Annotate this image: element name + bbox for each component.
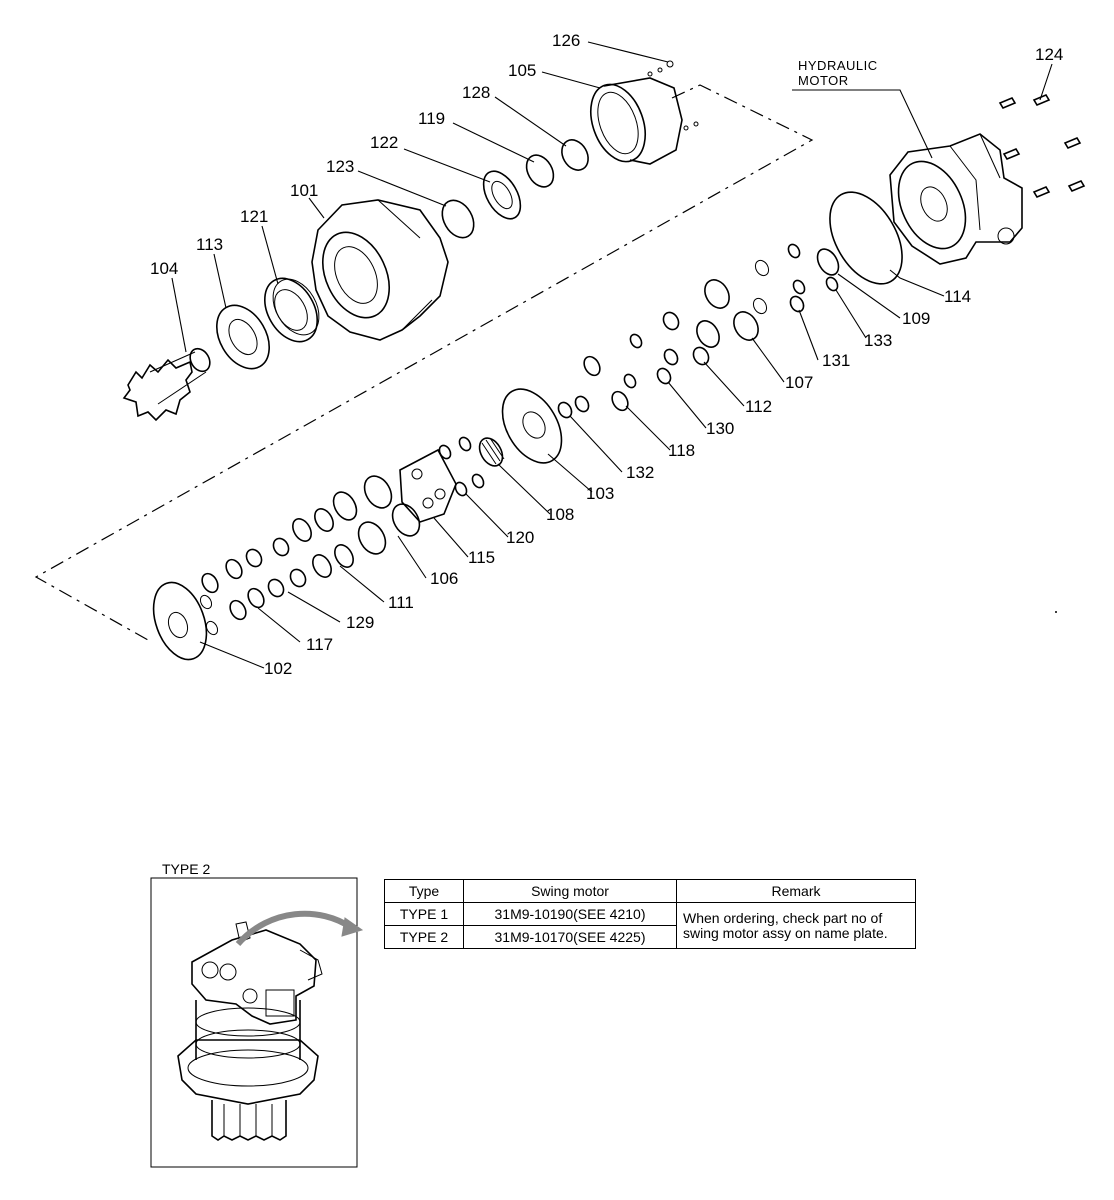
label-104: 104: [150, 259, 178, 278]
header-remark: Remark: [676, 879, 916, 903]
label-113: 113: [196, 235, 223, 254]
inset-title: TYPE 2: [162, 861, 210, 877]
part-129-pins: [245, 537, 307, 598]
label-129: 129: [346, 613, 374, 632]
part-130-washers: [623, 333, 672, 389]
label-124: 124: [1035, 45, 1063, 64]
label-115: 115: [468, 548, 495, 567]
header-swing-motor: Swing motor: [463, 879, 677, 903]
part-118-washers: [583, 355, 629, 412]
swing-motor-type-table: Type Swing motor Remark TYPE 1 31M9-1019…: [384, 879, 916, 949]
label-114: 114: [944, 287, 971, 306]
header-type: Type: [384, 879, 464, 903]
label-130: 130: [706, 419, 734, 438]
inset-frame: [150, 877, 358, 1168]
assembly-boundary-line: [34, 84, 814, 641]
hydraulic-motor-label-line1: HYDRAULIC: [798, 58, 878, 73]
label-128: 128: [462, 83, 490, 102]
label-108: 108: [546, 505, 574, 524]
table-row: TYPE 2 31M9-10170(SEE 4225): [384, 925, 916, 949]
part-106-planet-gears: [332, 475, 421, 555]
part-132-washers: [557, 395, 590, 419]
table-header-row: Type Swing motor Remark: [384, 879, 916, 903]
label-126: 126: [552, 31, 580, 50]
part-115-plate: [399, 448, 457, 523]
label-119: 119: [418, 109, 445, 128]
remark-cell: When ordering, check part no of swing mo…: [676, 902, 916, 949]
label-106: 106: [430, 569, 458, 588]
leader-lines: [171, 41, 1053, 669]
part-122-bearing: [482, 170, 522, 220]
label-111: 111: [388, 593, 414, 612]
part-131-washers: [787, 243, 806, 313]
part-105-ring-gear: [590, 67, 699, 165]
label-102: 102: [264, 659, 292, 678]
part-108-sun-gear: [478, 437, 505, 467]
part-103-carrier: [501, 388, 563, 464]
label-112: 112: [745, 397, 772, 416]
part-128-snap-ring: [561, 139, 589, 171]
speck: [1055, 611, 1057, 613]
row2-type: TYPE 2: [384, 925, 464, 949]
part-123-seal: [441, 199, 475, 239]
label-117: 117: [306, 635, 333, 654]
hydraulic-motor-label-line2: MOTOR: [798, 73, 849, 88]
part-121-bearing: [264, 277, 320, 343]
label-122: 122: [370, 133, 398, 152]
label-121: 121: [240, 207, 268, 226]
part-126-pin: [666, 60, 674, 68]
part-109-gear: [816, 248, 840, 276]
part-102-carrier: [152, 581, 219, 661]
row1-swing-motor: 31M9-10190(SEE 4210): [463, 902, 677, 926]
label-120: 120: [506, 528, 534, 547]
part-124-bolts: [998, 93, 1086, 199]
label-105: 105: [508, 61, 536, 80]
part-112-needle-bearings: [662, 311, 710, 366]
inset-swing-motor-illustration: [177, 910, 364, 1141]
label-133: 133: [864, 331, 892, 350]
label-118: 118: [668, 441, 695, 460]
table-row: TYPE 1 31M9-10190(SEE 4210) When orderin…: [384, 902, 916, 949]
label-101: 101: [290, 181, 318, 200]
part-111-needle-bearings: [292, 508, 354, 578]
label-109: 109: [902, 309, 930, 328]
label-132: 132: [626, 463, 654, 482]
part-114-o-ring: [829, 191, 903, 285]
part-117-washers: [201, 558, 265, 621]
part-107-planet-gears: [696, 259, 770, 348]
part-133-washer: [825, 276, 839, 292]
label-107: 107: [785, 373, 813, 392]
row2-swing-motor: 31M9-10170(SEE 4225): [463, 925, 677, 949]
row1-type: TYPE 1: [384, 902, 464, 926]
part-101-housing: [311, 199, 449, 341]
label-123: 123: [326, 157, 354, 176]
hydraulic-motor-body: [889, 133, 1023, 265]
part-119-ring: [525, 154, 555, 188]
part-104-pinion-shaft: [122, 347, 211, 422]
label-131: 131: [822, 351, 850, 370]
part-120-washers: [438, 436, 485, 497]
label-103: 103: [586, 484, 614, 503]
part-113-ring: [216, 304, 270, 370]
